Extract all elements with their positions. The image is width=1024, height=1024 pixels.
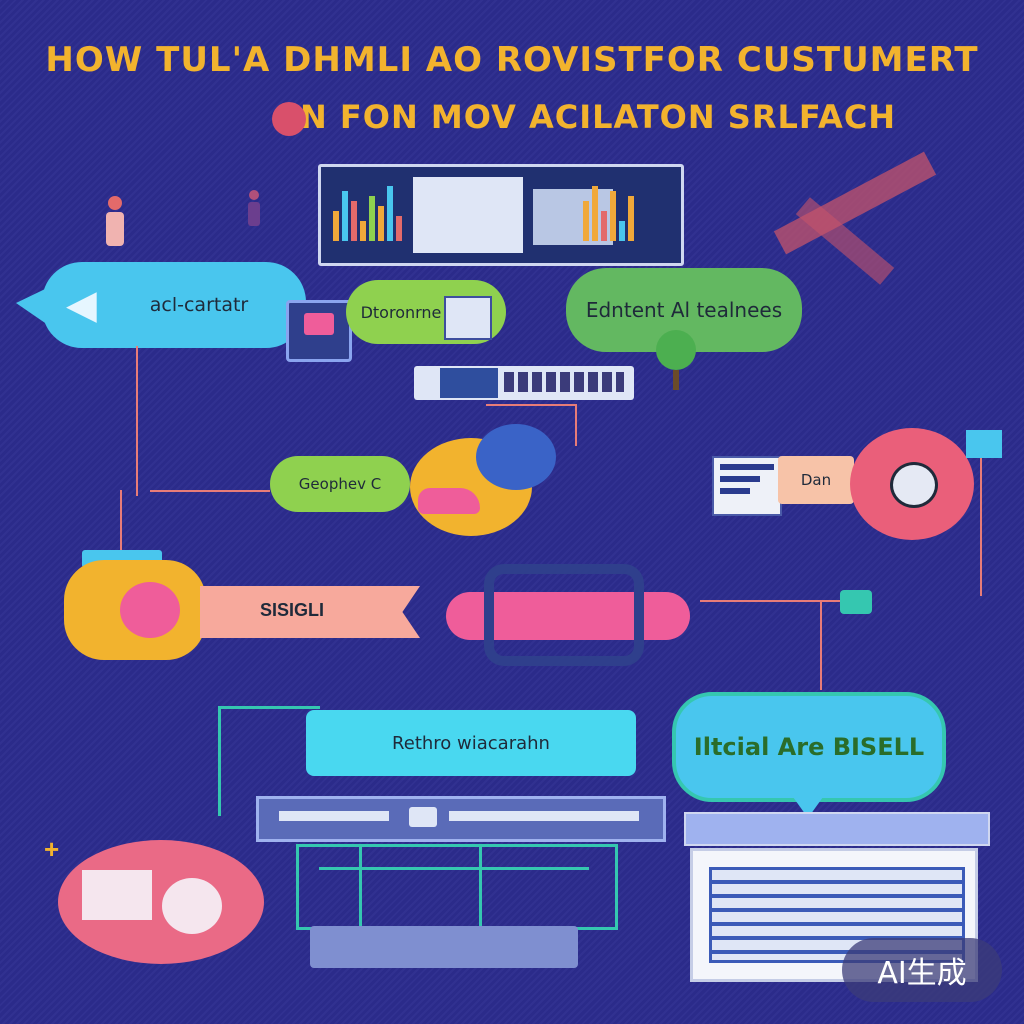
bar-chart-icon: [583, 181, 634, 241]
globe-icon: [476, 424, 556, 490]
node-start: ◀ acl-cartatr: [42, 262, 306, 348]
node-3-label: Edntent Al tealnees: [585, 298, 783, 322]
node-2-label: Dtoronrne: [360, 302, 442, 322]
ai-generated-badge: AI生成: [842, 938, 1002, 1002]
tree-icon: [656, 330, 696, 390]
robot-icon-circle: [850, 428, 974, 540]
node-5-label: Dan: [800, 471, 832, 489]
server-rack: [256, 796, 666, 842]
person-icon: [104, 196, 126, 248]
node-6-icon-bubble: [64, 560, 206, 660]
page-title: HOW TUL'A DHMLI AO ROVISTFOR CUSTUMERT: [45, 40, 979, 80]
node-5: Dan: [778, 456, 854, 504]
dashboard-monitor: [318, 164, 684, 266]
connector-line: [136, 346, 138, 496]
toolbar-strip: [414, 366, 634, 400]
circuit-board: [296, 844, 618, 930]
laptop-base: [684, 812, 990, 846]
arrow-icon: ◀: [66, 282, 97, 328]
connector-line: [150, 490, 270, 492]
hologram-icon: [966, 430, 1002, 458]
connector-line: [700, 600, 850, 602]
connector-plug: [840, 590, 872, 614]
person-icon: [246, 190, 262, 226]
connector-line: [575, 404, 577, 446]
chart-panel: [533, 189, 613, 245]
device-icon: [286, 300, 352, 362]
connector-line: [120, 490, 122, 550]
connector-line: [980, 456, 982, 596]
node-8-label: Iltcial Are BISELL: [693, 733, 925, 761]
node-6-label: SISIGLI: [260, 600, 325, 620]
node-6: SISIGLI: [200, 586, 420, 638]
node-4-label: Geophev C: [298, 475, 382, 493]
document-card: [712, 456, 782, 516]
photo-icon: [444, 296, 492, 340]
circuit-line: [218, 706, 221, 816]
badge-icon: [272, 102, 306, 136]
connector-line: [820, 600, 822, 690]
symbol-icon: +: [44, 834, 60, 864]
circuit-line: [220, 706, 320, 709]
profile-illustration: [58, 840, 264, 964]
node-7-label: Rethro wiacarahn: [392, 732, 550, 754]
node-4: Geophev C: [270, 456, 410, 512]
connector-line: [486, 404, 576, 406]
link-frame: [484, 564, 644, 666]
page-subtitle: N FON MOV ACILATON SRLFACH: [300, 98, 897, 136]
chart-panel: [413, 177, 523, 253]
chevron-shape: [770, 151, 940, 285]
node-start-label: acl-cartatr: [149, 294, 249, 316]
base-platform: [310, 926, 578, 968]
node-7: Rethro wiacarahn: [306, 710, 636, 776]
node-8: Iltcial Are BISELL: [672, 692, 946, 802]
bar-chart-icon: [333, 181, 402, 241]
